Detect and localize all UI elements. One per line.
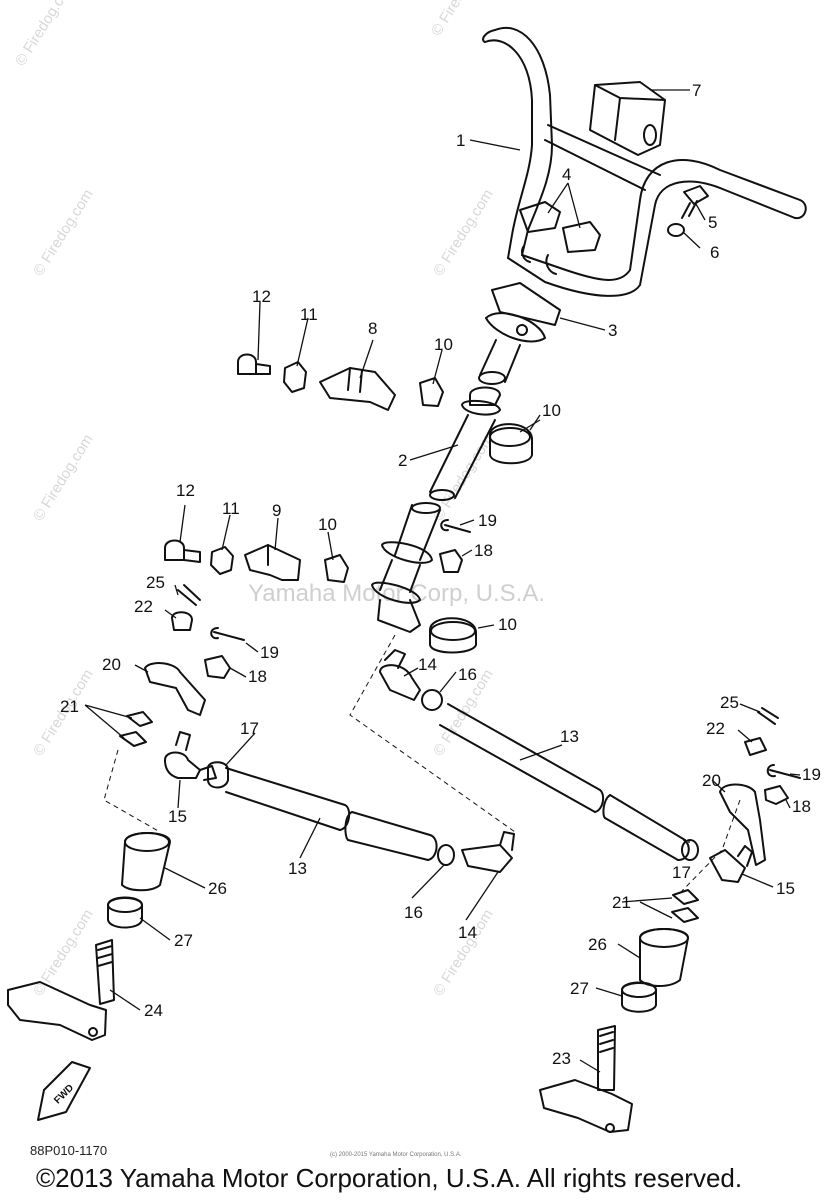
handlebar-part (482, 26, 807, 297)
callout-label: 20 (102, 655, 121, 674)
callout-label: 16 (404, 903, 423, 922)
knuckle-bushing-part (621, 928, 689, 1013)
callout-label: 19 (802, 765, 821, 784)
fwd-label: FWD (52, 1082, 76, 1106)
callout-label: 6 (710, 243, 719, 262)
callout-label: 17 (240, 719, 259, 738)
callout-label: 4 (562, 165, 571, 184)
callout-label: 11 (300, 305, 318, 324)
knuckle-bushing-part (107, 832, 171, 929)
callout-label: 11 (222, 499, 240, 518)
callout-label: 12 (176, 481, 195, 500)
callout-label: 7 (692, 81, 701, 100)
pitman-arm-part (119, 584, 245, 747)
callout-label: 24 (144, 1001, 163, 1020)
callout-label: 10 (318, 515, 337, 534)
callout-label: 13 (288, 859, 307, 878)
callout-label: 2 (398, 451, 407, 470)
knuckle-part (539, 1025, 633, 1133)
diagram-code: 88P010-1170 (30, 1143, 108, 1158)
callout-label: 15 (776, 879, 795, 898)
callout-label: 16 (458, 665, 477, 684)
bracket-part (244, 367, 396, 581)
clamp-part (485, 282, 561, 343)
callout-label: 13 (560, 727, 579, 746)
callout-label: 18 (248, 667, 267, 686)
assembly-dash-lines (103, 634, 741, 896)
callout-label: 19 (478, 511, 497, 530)
fwd-arrow-icon (37, 1061, 91, 1121)
callout-label: 25 (720, 693, 739, 712)
knuckle-part (7, 939, 115, 1041)
callout-label: 10 (434, 335, 453, 354)
callout-label: 14 (458, 923, 477, 942)
bushing-part (429, 423, 533, 654)
callout-label: 1 (456, 131, 465, 150)
bolt-part (667, 185, 709, 237)
tie-rod-part (164, 731, 515, 873)
copyright-notice: ©2013 Yamaha Motor Corporation, U.S.A. A… (36, 1163, 743, 1193)
callout-label: 20 (702, 771, 721, 790)
callout-label: 18 (474, 541, 493, 560)
callout-label: 22 (706, 719, 725, 738)
callout-label: 22 (134, 597, 153, 616)
callout-label: 21 (612, 893, 631, 912)
callout-label: 26 (208, 879, 227, 898)
callout-label: 27 (570, 979, 589, 998)
callout-label: 8 (368, 319, 377, 338)
callout-label: 21 (60, 697, 79, 716)
callout-label: 10 (542, 401, 561, 420)
pitman-arm-part (671, 707, 801, 923)
leader-lines (84, 89, 801, 1073)
nut-part (439, 519, 471, 573)
callout-label: 15 (168, 807, 187, 826)
callout-label: 12 (252, 287, 271, 306)
callout-label: 18 (792, 797, 811, 816)
callout-label: 5 (708, 213, 717, 232)
callout-label: 25 (146, 573, 165, 592)
cover-part (589, 81, 666, 156)
callout-label: 14 (418, 655, 437, 674)
callout-label: 17 (672, 863, 691, 882)
small-copyright: (c) 2000-2015 Yamaha Motor Corporation, … (330, 1152, 462, 1158)
callout-label: 26 (588, 935, 607, 954)
steering-column-part (371, 339, 521, 633)
callout-label: 10 (498, 615, 517, 634)
callout-label: 3 (608, 321, 617, 340)
callout-label: 23 (552, 1049, 571, 1068)
callout-label: 9 (272, 501, 281, 520)
holder-part (519, 201, 601, 253)
tie-rod-part (379, 649, 753, 883)
callout-label: 27 (174, 931, 193, 950)
callout-label: 19 (260, 643, 279, 662)
